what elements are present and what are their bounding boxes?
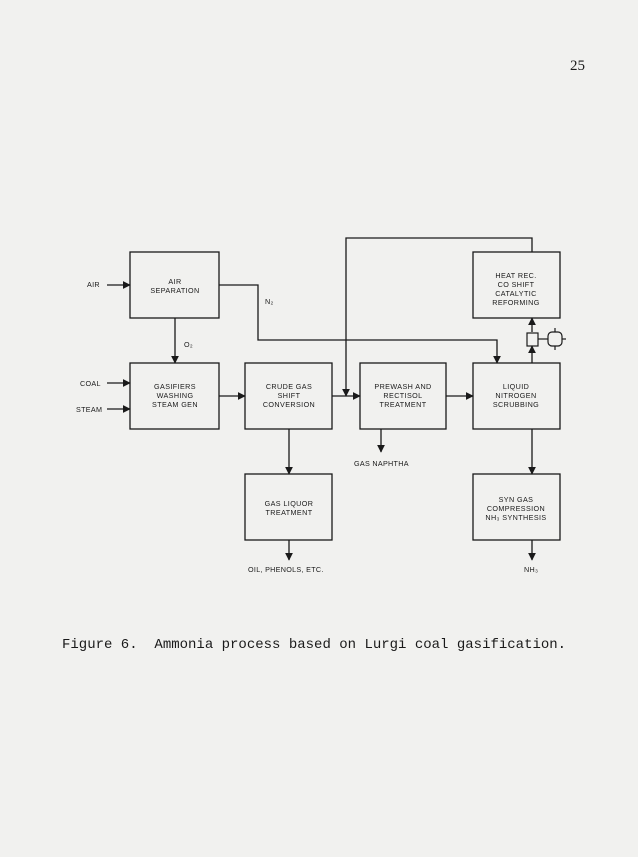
recycle-line [342, 237, 533, 397]
nh3-output-label: NH₃ [524, 565, 538, 574]
gas-naphtha-label: GAS NAPHTHA [354, 459, 409, 468]
air-input-label: AIR [87, 280, 100, 289]
syn-gas-box [472, 473, 561, 541]
coal-input-label: COAL [80, 379, 101, 388]
figure-caption: Figure 6. Ammonia process based on Lurgi… [62, 637, 567, 653]
n2-line [219, 284, 501, 364]
o2-label: O₂ [184, 340, 193, 349]
oil-phenols-label: OIL, PHENOLS, ETC. [248, 565, 324, 574]
heat-rec-box [472, 251, 561, 319]
page-number: 25 [570, 58, 585, 74]
compressor-icon [526, 328, 566, 350]
steam-input-label: STEAM [76, 405, 102, 414]
n2-label: N₂ [265, 297, 274, 306]
